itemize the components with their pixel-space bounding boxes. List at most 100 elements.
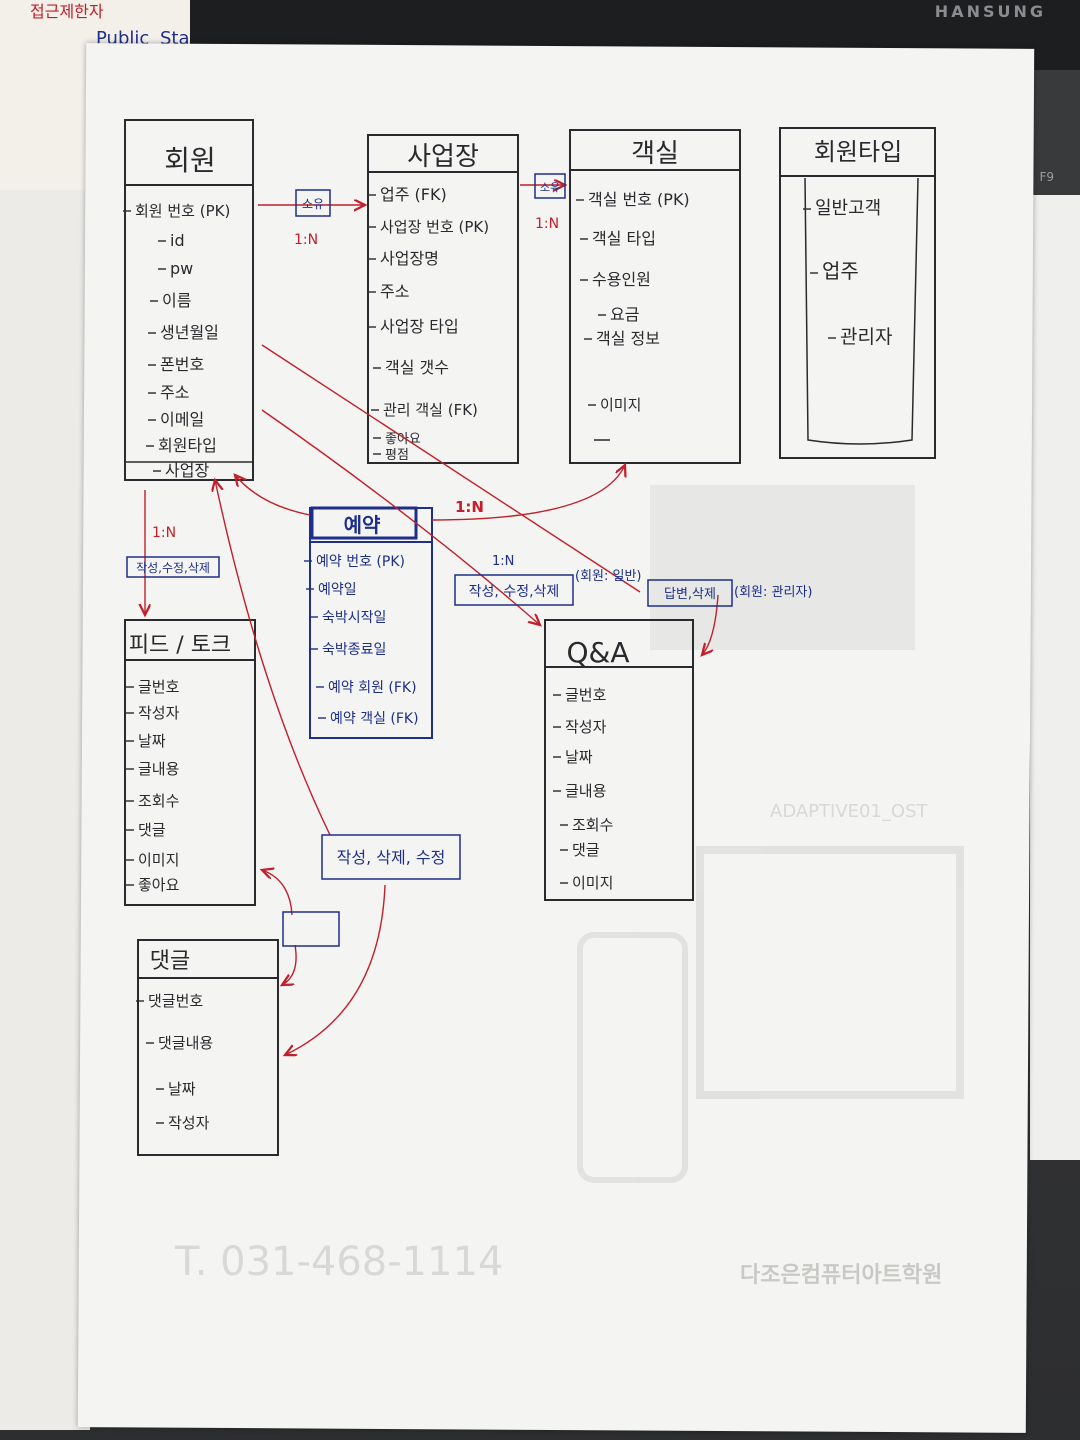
qna-field-2: 작성자 xyxy=(565,718,607,736)
qna-field-3: 날짜 xyxy=(565,748,593,766)
entity-reservation-title: 예약 xyxy=(344,513,381,537)
entity-reservation: 예약 예약 번호 (PK) 예약일 숙박시작일 숙박종료일 예약 회원 (FK)… xyxy=(304,506,433,739)
member-type-field-3: 관리자 xyxy=(840,326,892,348)
rel-feed-comment-1 xyxy=(262,870,293,916)
rel-feed-comment-2 xyxy=(282,944,297,985)
relation-labels: 소유 1:N 소유 1:N 1:N 작성,수정,삭제 1:N 1:N 작성, 수… xyxy=(126,173,812,947)
f9-key: F9 xyxy=(1039,170,1054,184)
room-field-5: 객실 정보 xyxy=(596,329,660,348)
under-sheet-right xyxy=(1030,195,1080,1160)
room-field-6: 이미지 xyxy=(600,396,641,414)
room-field-2: 객실 타입 xyxy=(592,229,656,248)
res-card: 1:N xyxy=(455,498,484,516)
feed-field-2: 작성자 xyxy=(138,704,180,722)
reservation-field-6: 예약 객실 (FK) xyxy=(330,711,419,727)
qna-card: 1:N xyxy=(492,554,514,569)
business-field-6: 객실 갯수 xyxy=(385,358,449,377)
entity-room-title: 객실 xyxy=(631,139,679,169)
feed-field-1: 글번호 xyxy=(138,678,180,696)
entity-feed: 피드 / 토크 글번호 작성자 날짜 글내용 조회수 댓글 이미지 좋아요 xyxy=(124,619,256,906)
entity-member-type-title: 회원타입 xyxy=(814,138,902,166)
entity-comment-title: 댓글 xyxy=(150,949,190,974)
business-field-3: 사업장명 xyxy=(380,249,439,268)
entity-member: 회원 회원 번호 (PK) id pw 이름 생년월일 폰번호 주소 이메일 회… xyxy=(123,119,254,481)
room-field-3: 수용인원 xyxy=(592,270,651,289)
rel-reservation-room xyxy=(431,465,625,521)
feed-card: 1:N xyxy=(152,525,176,541)
relationships xyxy=(145,185,719,1055)
ghost-phone xyxy=(577,932,688,1183)
qna-action: 작성, 수정,삭제 xyxy=(469,584,560,600)
member-field-2: id xyxy=(170,231,185,250)
qna-field-5: 조회수 xyxy=(572,816,613,834)
entity-business: 사업장 업주 (FK) 사업장 번호 (PK) 사업장명 주소 사업장 타입 객… xyxy=(367,134,519,464)
reservation-field-1: 예약 번호 (PK) xyxy=(316,554,405,570)
member-field-9: 회원타입 xyxy=(158,436,217,455)
feed-field-8: 좋아요 xyxy=(138,876,180,894)
business-field-1: 업주 (FK) xyxy=(380,185,447,204)
member-field-4: 이름 xyxy=(162,291,191,310)
own-card-1: 1:N xyxy=(294,232,318,248)
comment-field-3: 날짜 xyxy=(168,1080,196,1098)
member-field-1: 회원 번호 (PK) xyxy=(135,202,230,220)
ghost-phone-number: T. 031-468-1114 xyxy=(174,1239,503,1285)
member-field-10: 사업장 xyxy=(165,461,209,480)
own-label-1: 소유 xyxy=(302,197,324,211)
rel-action-comment xyxy=(285,884,386,1055)
feed-field-5: 조회수 xyxy=(138,792,179,810)
under-sheet-left xyxy=(0,190,90,1430)
entity-comment: 댓글 댓글번호 댓글내용 날짜 작성자 xyxy=(136,939,279,1156)
comment-action: 작성, 삭제, 수정 xyxy=(337,848,446,867)
own-label-2: 소유 xyxy=(540,181,560,194)
entity-feed-title: 피드 / 토크 xyxy=(129,633,231,658)
feed-field-4: 글내용 xyxy=(138,760,179,778)
entity-member-type: 회원타입 일반고객 업주 관리자 xyxy=(779,127,936,459)
rel-admin-answer xyxy=(261,344,641,593)
rel-reservation-member xyxy=(235,475,311,516)
qna-field-7: 이미지 xyxy=(572,874,613,892)
business-field-9: 평점 xyxy=(385,448,409,463)
feed-field-7: 이미지 xyxy=(138,851,179,869)
ghost-footer: 다조은컴퓨터아트학원 xyxy=(740,1263,942,1288)
member-field-8: 이메일 xyxy=(160,410,204,429)
laptop-brand: HANSUNG xyxy=(934,2,1046,21)
reservation-field-2: 예약일 xyxy=(318,582,357,598)
answer-action: 답변,삭제 xyxy=(664,587,716,602)
member-field-7: 주소 xyxy=(160,383,189,402)
business-field-5: 사업장 타입 xyxy=(380,317,459,336)
reservation-field-5: 예약 회원 (FK) xyxy=(328,680,417,696)
feed-field-6: 댓글 xyxy=(138,821,166,839)
room-field-1: 객실 번호 (PK) xyxy=(588,190,690,209)
reservation-field-3: 숙박시작일 xyxy=(322,610,386,626)
sticky-note-line-1: 접근제한자 xyxy=(30,2,104,21)
rel-member-qna xyxy=(261,409,540,625)
comment-field-1: 댓글번호 xyxy=(148,992,203,1010)
business-field-7: 관리 객실 (FK) xyxy=(383,401,478,419)
qna-field-1: 글번호 xyxy=(565,686,607,704)
entity-room: 객실 객실 번호 (PK) 객실 타입 수용인원 요금 객실 정보 이미지 xyxy=(569,129,741,464)
rel-answer-qna xyxy=(702,594,719,655)
comment-field-2: 댓글내용 xyxy=(158,1034,213,1052)
entity-qna-title: Q&A xyxy=(566,636,629,669)
entity-member-title: 회원 xyxy=(164,144,216,177)
comment-field-4: 작성자 xyxy=(168,1114,210,1132)
member-field-3: pw xyxy=(170,259,193,278)
ghost-image-2 xyxy=(696,846,964,1099)
feed-action: 작성,수정,삭제 xyxy=(136,561,210,575)
room-field-4: 요금 xyxy=(610,305,639,324)
empty-relation-box xyxy=(282,911,340,947)
ghost-image-1 xyxy=(650,485,915,650)
member-field-6: 폰번호 xyxy=(160,355,204,374)
member-field-5: 생년월일 xyxy=(160,323,219,342)
qna-field-4: 글내용 xyxy=(565,782,606,800)
member-type-field-2: 업주 xyxy=(822,259,859,283)
ghost-code: ADAPTIVE01_OST xyxy=(770,801,929,822)
entity-business-title: 사업장 xyxy=(407,142,479,172)
feed-field-3: 날짜 xyxy=(138,732,166,750)
entity-qna: Q&A 글번호 작성자 날짜 글내용 조회수 댓글 이미지 xyxy=(544,619,694,901)
own-card-2: 1:N xyxy=(535,216,559,232)
qna-field-6: 댓글 xyxy=(572,841,600,859)
reservation-field-4: 숙박종료일 xyxy=(322,642,386,658)
qna-action-note: (회원: 일반) xyxy=(575,569,642,584)
